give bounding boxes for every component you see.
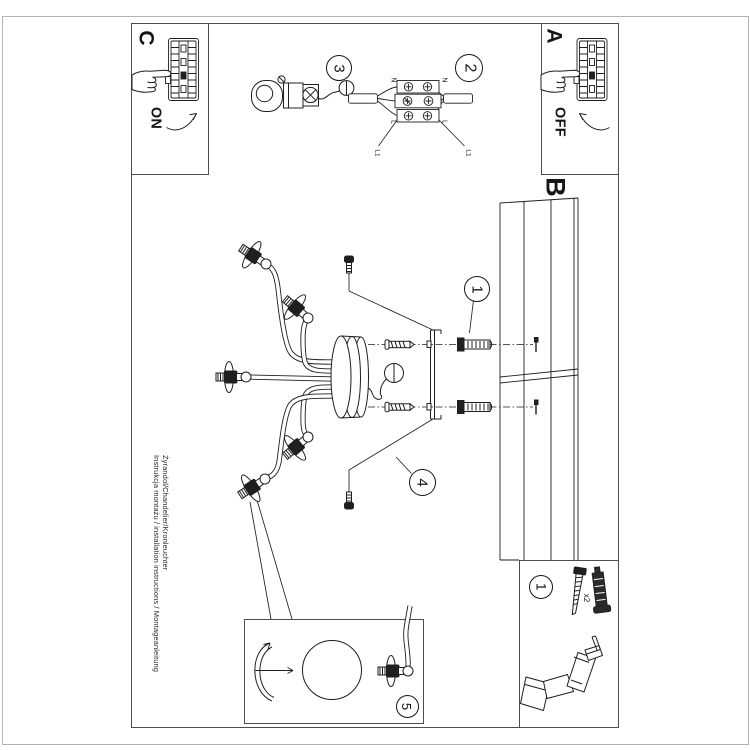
curved-arrow-icon: [166, 113, 197, 131]
footer-text: Żyrandol/Chandelier/Kronleuchter Instruk…: [152, 455, 170, 672]
ceiling-panel-drawing: [499, 197, 579, 561]
wiring-label-live-right: L: [440, 119, 448, 124]
screwdriver-slot-icon: [367, 363, 404, 400]
canopy-bolts: [344, 255, 354, 510]
wiring-label-neutral-right: N: [440, 77, 448, 83]
off-label: OFF: [551, 107, 568, 137]
footer-product-line: Żyrandol/Chandelier/Kronleuchter: [161, 455, 170, 571]
wall-plug-icons: [457, 337, 539, 415]
step-callout-1-parts: 1: [529, 575, 553, 599]
canopy: [330, 335, 369, 419]
glass-ball-detail-drawing: [254, 605, 414, 702]
section-label-a: A: [542, 28, 566, 44]
canopy-screws: [384, 339, 415, 413]
terminal-block-diagram: [348, 80, 473, 147]
step-callout-1: 1: [464, 276, 490, 302]
photo-border: [2, 16, 749, 745]
power-off-drawing: [540, 38, 610, 131]
section-label-c: C: [134, 30, 158, 46]
cable-gland-drawing: [251, 75, 355, 112]
step-callout-2: 2: [455, 54, 483, 82]
anchor-qty-label: x2: [581, 593, 591, 602]
power-on-drawing: [131, 38, 199, 131]
curved-arrow-icon: [579, 113, 610, 131]
step-callout-3: 3: [326, 55, 352, 81]
power-off-box: [541, 23, 619, 175]
section-label-b: B: [540, 177, 571, 197]
fuse-box-icon: [165, 38, 199, 101]
power-on-box: [131, 23, 209, 175]
wiring-label-neutral-left: N: [389, 77, 397, 83]
manual-frame: [131, 23, 619, 728]
projection-lines: [249, 273, 533, 620]
rotation-arrow-icon: [254, 642, 294, 702]
mounting-bracket: [426, 329, 442, 420]
hardware-parts-drawing: [519, 566, 612, 712]
fuse-box-icon: [573, 38, 608, 101]
wiring-label-switched-left: L1: [373, 148, 381, 157]
wiring-label-switched-right: L1: [463, 148, 471, 157]
step-callout-4: 4: [408, 468, 436, 496]
hardware-parts-box: [519, 560, 619, 728]
footer-title-line: Instrukcja montażu / installation instru…: [152, 455, 161, 673]
wiring-label-live-left: L: [389, 119, 397, 124]
screw-icon: [571, 566, 587, 616]
step-callout-5: 5: [395, 694, 419, 718]
on-label: ON: [147, 106, 164, 130]
pointing-hand-icon: [131, 69, 172, 93]
anchor-plug-icon: [591, 566, 612, 614]
chandelier-drawing: [215, 234, 404, 510]
drill-icon: [519, 635, 604, 712]
glass-ball-detail-box: [244, 619, 424, 724]
